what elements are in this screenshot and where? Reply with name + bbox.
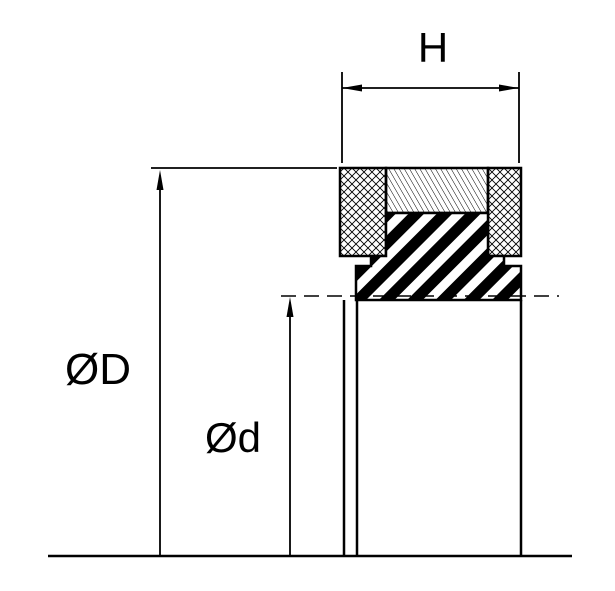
dimension-inner-diameter-label: Ød: [205, 414, 261, 461]
outer-diameter-arrowhead-icon: [156, 170, 164, 190]
h-arrowhead-left-icon: [342, 84, 362, 92]
top-pressure-element: [384, 166, 490, 215]
dimension-h: H: [341, 24, 520, 163]
dimension-outer-diameter: ØD: [65, 167, 337, 556]
inner-diameter-arrowhead-icon: [286, 297, 294, 317]
dimension-outer-diameter-label: ØD: [65, 345, 131, 394]
h-arrowhead-right-icon: [499, 84, 519, 92]
seal-cross-section: [338, 166, 523, 302]
dimension-h-label: H: [418, 24, 448, 71]
wall-contour-lines: [342, 300, 523, 556]
dimension-inner-diameter: Ød: [205, 297, 294, 556]
fabric-backup-ring-right: [486, 166, 523, 258]
fabric-backup-ring-left: [338, 166, 388, 258]
